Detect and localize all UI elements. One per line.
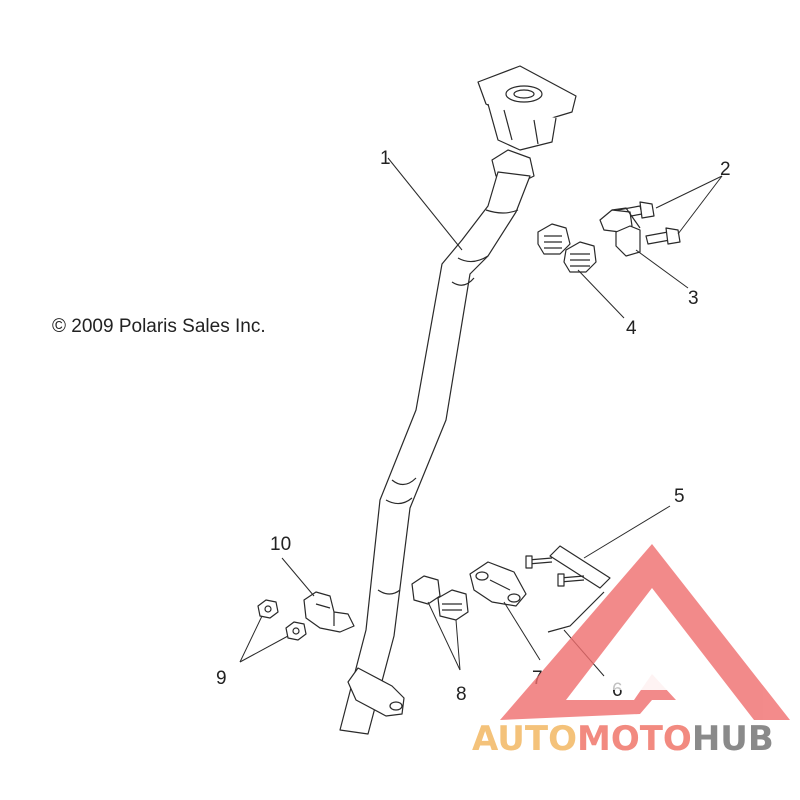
callout-5: 5 xyxy=(674,486,685,507)
copyright-notice: © 2009 Polaris Sales Inc. xyxy=(52,316,266,337)
callout-2: 2 xyxy=(720,159,731,180)
damper-block xyxy=(469,561,527,607)
clamp-bracket xyxy=(303,591,355,633)
steering-column-tube xyxy=(339,65,577,735)
watermark-logo xyxy=(500,544,790,720)
mount-bracket xyxy=(599,207,641,257)
triangle-logo-icon xyxy=(500,544,790,720)
pin-plate xyxy=(525,545,611,589)
callout-9: 9 xyxy=(216,668,227,689)
callout-8: 8 xyxy=(456,684,467,705)
watermark-auto: AUTO xyxy=(472,719,577,759)
nut-pair xyxy=(257,599,307,641)
callout-6: 6 xyxy=(612,680,623,701)
bushing-pair-lower xyxy=(411,575,469,621)
bushing-pair-upper xyxy=(537,223,597,273)
wire-link xyxy=(547,591,605,633)
leader-lines xyxy=(239,157,723,677)
watermark-text: AUTOMOTOHUB xyxy=(472,719,774,759)
watermark-moto: MOTO xyxy=(577,719,692,759)
callout-10: 10 xyxy=(270,534,291,555)
callout-1: 1 xyxy=(380,148,391,169)
callout-4: 4 xyxy=(626,318,637,339)
callout-3: 3 xyxy=(688,288,699,309)
watermark-hub: HUB xyxy=(692,719,774,759)
